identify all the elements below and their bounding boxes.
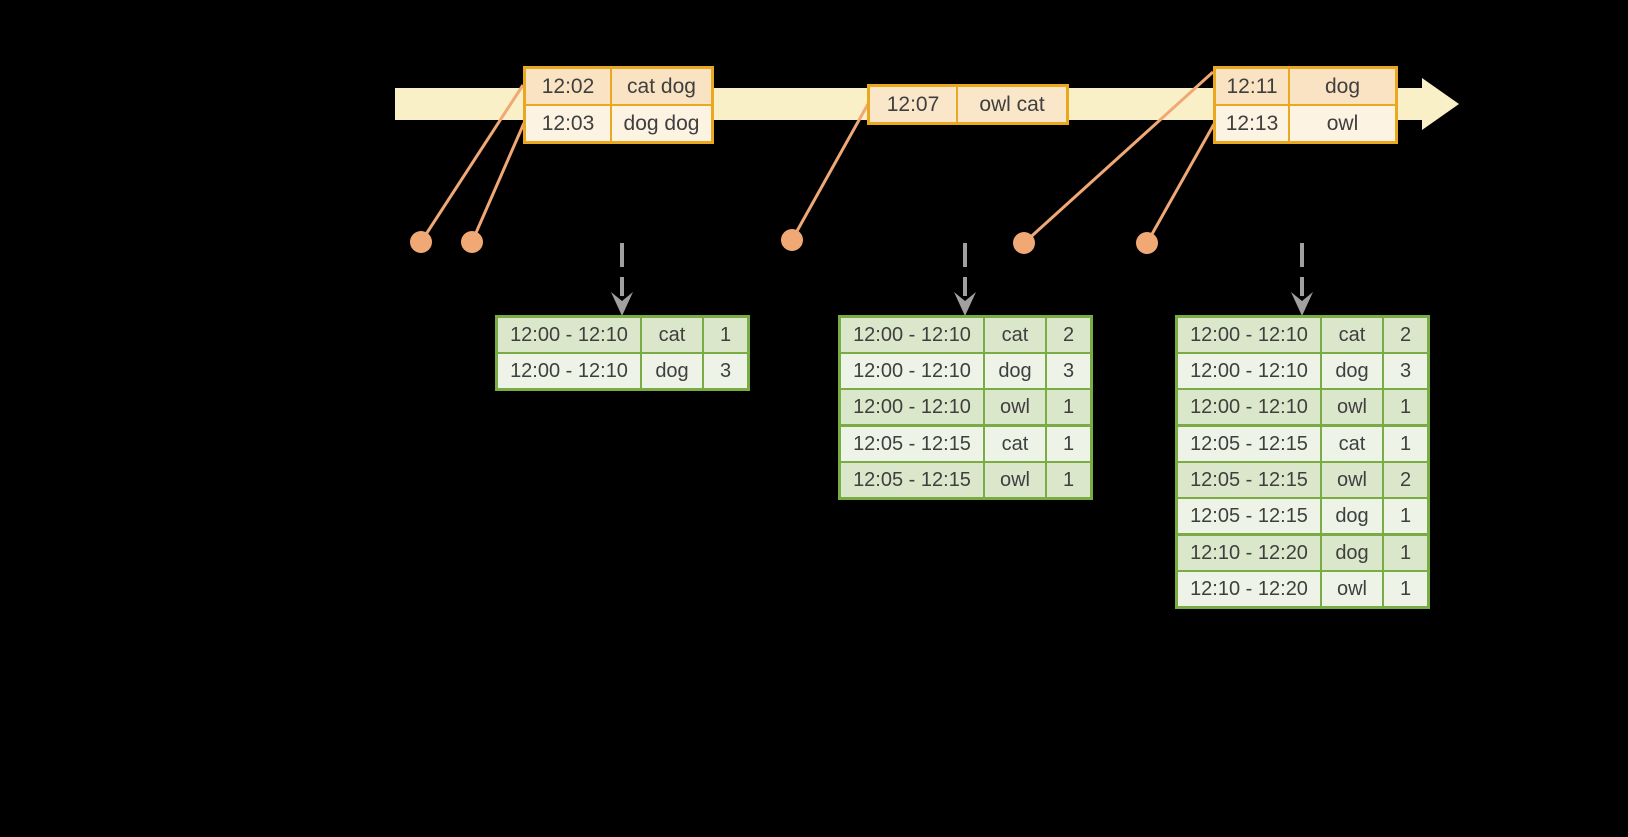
result-count: 1	[1047, 390, 1090, 424]
event-time: 12:02	[526, 69, 610, 104]
result-word: cat	[1322, 427, 1382, 461]
result-count: 2	[1047, 318, 1090, 352]
result-word: cat	[985, 318, 1045, 352]
event-time: 12:13	[1216, 106, 1288, 141]
result-word: dog	[1322, 536, 1382, 570]
result-row: 12:00 - 12:10 owl 1	[841, 388, 1090, 424]
event-dot-icon	[461, 231, 483, 253]
result-count: 1	[1047, 427, 1090, 461]
arrow-down-icon	[954, 292, 976, 316]
trigger-arrows	[620, 243, 1304, 296]
result-count: 3	[1047, 354, 1090, 388]
result-table-3: 12:00 - 12:10 cat 2 12:00 - 12:10 dog 3 …	[1175, 315, 1430, 609]
event-time: 12:11	[1216, 69, 1288, 104]
result-count: 3	[1384, 354, 1427, 388]
result-count: 2	[1384, 318, 1427, 352]
event-time: 12:03	[526, 106, 610, 141]
result-row: 12:00 - 12:10 dog 3	[1178, 352, 1427, 388]
result-row: 12:00 - 12:10 cat 1	[498, 318, 747, 352]
result-count: 1	[1384, 536, 1427, 570]
result-window: 12:00 - 12:10	[841, 390, 983, 424]
result-window: 12:10 - 12:20	[1178, 536, 1320, 570]
event-table-3: 12:11 dog 12:13 owl	[1213, 66, 1398, 144]
result-word: dog	[1322, 499, 1382, 533]
event-dot-icon	[781, 229, 803, 251]
result-row: 12:00 - 12:10 dog 3	[498, 352, 747, 388]
result-word: owl	[1322, 463, 1382, 497]
event-connector-line	[1145, 123, 1216, 244]
event-words: dog	[1290, 69, 1395, 104]
result-row: 12:00 - 12:10 dog 3	[841, 352, 1090, 388]
event-connector-line	[1022, 70, 1215, 245]
event-words: owl cat	[958, 87, 1066, 122]
event-dot-icon	[1136, 232, 1158, 254]
result-word: owl	[985, 463, 1045, 497]
result-word: cat	[985, 427, 1045, 461]
result-word: owl	[1322, 390, 1382, 424]
result-count: 3	[704, 354, 747, 388]
arrow-down-icon	[611, 292, 633, 316]
result-window: 12:05 - 12:15	[841, 463, 983, 497]
result-count: 1	[1384, 572, 1427, 606]
trigger-arrowheads	[611, 292, 1313, 316]
result-row: 12:05 - 12:15 cat 1	[841, 424, 1090, 461]
result-word: cat	[1322, 318, 1382, 352]
result-row: 12:05 - 12:15 dog 1	[1178, 497, 1427, 533]
result-window: 12:05 - 12:15	[1178, 463, 1320, 497]
result-window: 12:00 - 12:10	[1178, 354, 1320, 388]
result-word: dog	[1322, 354, 1382, 388]
timeline-arrowhead-icon	[1422, 78, 1459, 130]
result-row: 12:05 - 12:15 cat 1	[1178, 424, 1427, 461]
result-window: 12:00 - 12:10	[841, 318, 983, 352]
result-window: 12:05 - 12:15	[1178, 427, 1320, 461]
result-row: 12:10 - 12:20 dog 1	[1178, 533, 1427, 570]
result-table-1: 12:00 - 12:10 cat 1 12:00 - 12:10 dog 3	[495, 315, 750, 391]
result-window: 12:00 - 12:10	[841, 354, 983, 388]
event-time: 12:07	[870, 87, 956, 122]
result-count: 1	[1384, 427, 1427, 461]
result-window: 12:10 - 12:20	[1178, 572, 1320, 606]
result-word: owl	[1322, 572, 1382, 606]
result-word: dog	[985, 354, 1045, 388]
event-connector-line	[470, 122, 526, 243]
arrow-down-icon	[1291, 292, 1313, 316]
result-window: 12:00 - 12:10	[1178, 318, 1320, 352]
result-row: 12:00 - 12:10 owl 1	[1178, 388, 1427, 424]
result-row: 12:00 - 12:10 cat 2	[1178, 318, 1427, 352]
result-row: 12:00 - 12:10 cat 2	[841, 318, 1090, 352]
event-dots	[410, 229, 1158, 254]
event-dot-icon	[410, 231, 432, 253]
event-connector-lines	[419, 70, 1216, 245]
result-count: 1	[1384, 390, 1427, 424]
result-window: 12:00 - 12:10	[1178, 390, 1320, 424]
result-window: 12:00 - 12:10	[498, 354, 640, 388]
result-count: 2	[1384, 463, 1427, 497]
result-word: cat	[642, 318, 702, 352]
result-window: 12:00 - 12:10	[498, 318, 640, 352]
event-words: owl	[1290, 106, 1395, 141]
event-words: dog dog	[612, 106, 711, 141]
result-row: 12:05 - 12:15 owl 2	[1178, 461, 1427, 497]
result-count: 1	[1384, 499, 1427, 533]
result-window: 12:05 - 12:15	[841, 427, 983, 461]
event-dot-icon	[1013, 232, 1035, 254]
result-table-2: 12:00 - 12:10 cat 2 12:00 - 12:10 dog 3 …	[838, 315, 1093, 500]
event-connector-line	[790, 103, 870, 241]
result-window: 12:05 - 12:15	[1178, 499, 1320, 533]
result-row: 12:05 - 12:15 owl 1	[841, 461, 1090, 497]
event-connector-line	[419, 84, 525, 243]
result-word: owl	[985, 390, 1045, 424]
result-word: dog	[642, 354, 702, 388]
result-count: 1	[1047, 463, 1090, 497]
result-row: 12:10 - 12:20 owl 1	[1178, 570, 1427, 606]
event-table-2: 12:07 owl cat	[867, 84, 1069, 125]
event-words: cat dog	[612, 69, 711, 104]
event-table-1: 12:02 cat dog 12:03 dog dog	[523, 66, 714, 144]
result-count: 1	[704, 318, 747, 352]
